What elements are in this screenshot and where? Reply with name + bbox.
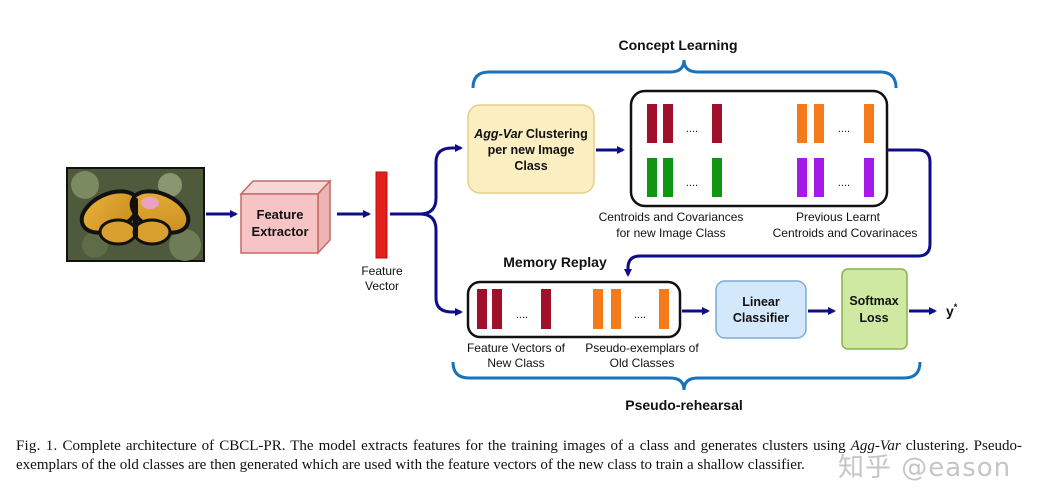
softmax-label-line2: Loss: [859, 311, 888, 325]
feature-vector-label-line1: Feature: [361, 264, 403, 278]
concept-learning-brace: [471, 59, 898, 89]
new-covariance-bar: [712, 158, 722, 197]
prev-covariance-bar: [864, 158, 874, 197]
softmax-loss-box: [841, 268, 908, 350]
new-class-feature-bars: [477, 289, 669, 329]
arrow-vector-to-clustering: [390, 144, 463, 216]
new-centroid-bar: [712, 104, 722, 143]
clustering-label-line1: Agg-Var Clustering: [473, 127, 587, 141]
new-centroid-bar: [663, 104, 673, 143]
dots-separator: ....: [634, 309, 646, 321]
pseudo-rehearsal-title: Pseudo-rehearsal: [625, 397, 743, 413]
figure-caption: Fig. 1. Complete architecture of CBCL-PR…: [16, 437, 1022, 475]
previous-centroid-bars: [797, 104, 874, 197]
feature-vectors-new-label-line2: New Class: [487, 356, 544, 370]
new-feature-bar: [477, 289, 487, 329]
pseudo-exemplars-label-line1: Pseudo-exemplars of: [585, 341, 699, 355]
prev-covariance-bar: [797, 158, 807, 197]
new-class-centroid-bars: [647, 104, 722, 197]
dots-separator: ....: [686, 177, 698, 189]
centroids-new-label-line2: for new Image Class: [616, 226, 725, 240]
agg-var-clustering-box: [467, 104, 595, 194]
new-centroid-bar: [647, 104, 657, 143]
linear-classifier-label-line2: Classifier: [733, 311, 789, 325]
clustering-label-line2: per new Image: [488, 143, 575, 157]
arrow-vector-to-memory: [419, 212, 463, 316]
pseudo-rehearsal-brace: [451, 361, 922, 391]
output-label: y*: [946, 302, 958, 319]
dots-separator: ....: [838, 177, 850, 189]
prev-covariance-bar: [814, 158, 824, 197]
clustering-label-line3: Class: [514, 159, 547, 173]
previous-learnt-label-line2: Centroids and Covarinaces: [773, 226, 918, 240]
feature-vectors-new-label-line1: Feature Vectors of: [467, 341, 566, 355]
linear-classifier-label-line1: Linear: [742, 295, 780, 309]
caption-italic-term: Agg-Var: [850, 438, 901, 454]
pseudo-exemplar-bar: [611, 289, 621, 329]
prev-centroid-bar: [797, 104, 807, 143]
dots-separator: ....: [686, 123, 698, 135]
prev-centroid-bar: [864, 104, 874, 143]
figure-number: Fig. 1.: [16, 438, 58, 454]
feature-vector-label-line2: Vector: [365, 279, 399, 293]
previous-learnt-label-line1: Previous Learnt: [796, 210, 881, 224]
centroids-new-label-line1: Centroids and Covariances: [599, 210, 744, 224]
concept-learning-title: Concept Learning: [618, 37, 737, 53]
pseudo-exemplars-label-line2: Old Classes: [610, 356, 675, 370]
butterfly-image: [66, 167, 205, 262]
new-covariance-bar: [647, 158, 657, 197]
new-feature-bar: [541, 289, 551, 329]
feature-extractor-label-line2: Extractor: [251, 224, 308, 239]
pseudo-exemplar-bar: [593, 289, 603, 329]
softmax-label-line1: Softmax: [849, 294, 898, 308]
caption-text-part2: clustering. Pseudo-exemplars of the old …: [16, 438, 1022, 473]
new-covariance-bar: [663, 158, 673, 197]
feature-extractor-box: [239, 179, 332, 255]
dots-separator: ....: [838, 123, 850, 135]
new-feature-bar: [492, 289, 502, 329]
prev-centroid-bar: [814, 104, 824, 143]
caption-text-part1: Complete architecture of CBCL-PR. The mo…: [57, 438, 851, 454]
arrow-centroids-to-memory: [624, 148, 932, 277]
dots-separator: ....: [516, 309, 528, 321]
pseudo-exemplar-bar: [659, 289, 669, 329]
feature-vector-bar: [375, 171, 388, 259]
memory-replay-box: [466, 280, 682, 339]
watermark: 知乎 @eason: [838, 453, 1012, 483]
architecture-diagram: Concept Learning Feature Extractor Featu…: [66, 37, 958, 413]
memory-replay-title: Memory Replay: [503, 254, 607, 270]
linear-classifier-box: [715, 280, 807, 339]
feature-extractor-label-line1: Feature: [257, 207, 304, 222]
